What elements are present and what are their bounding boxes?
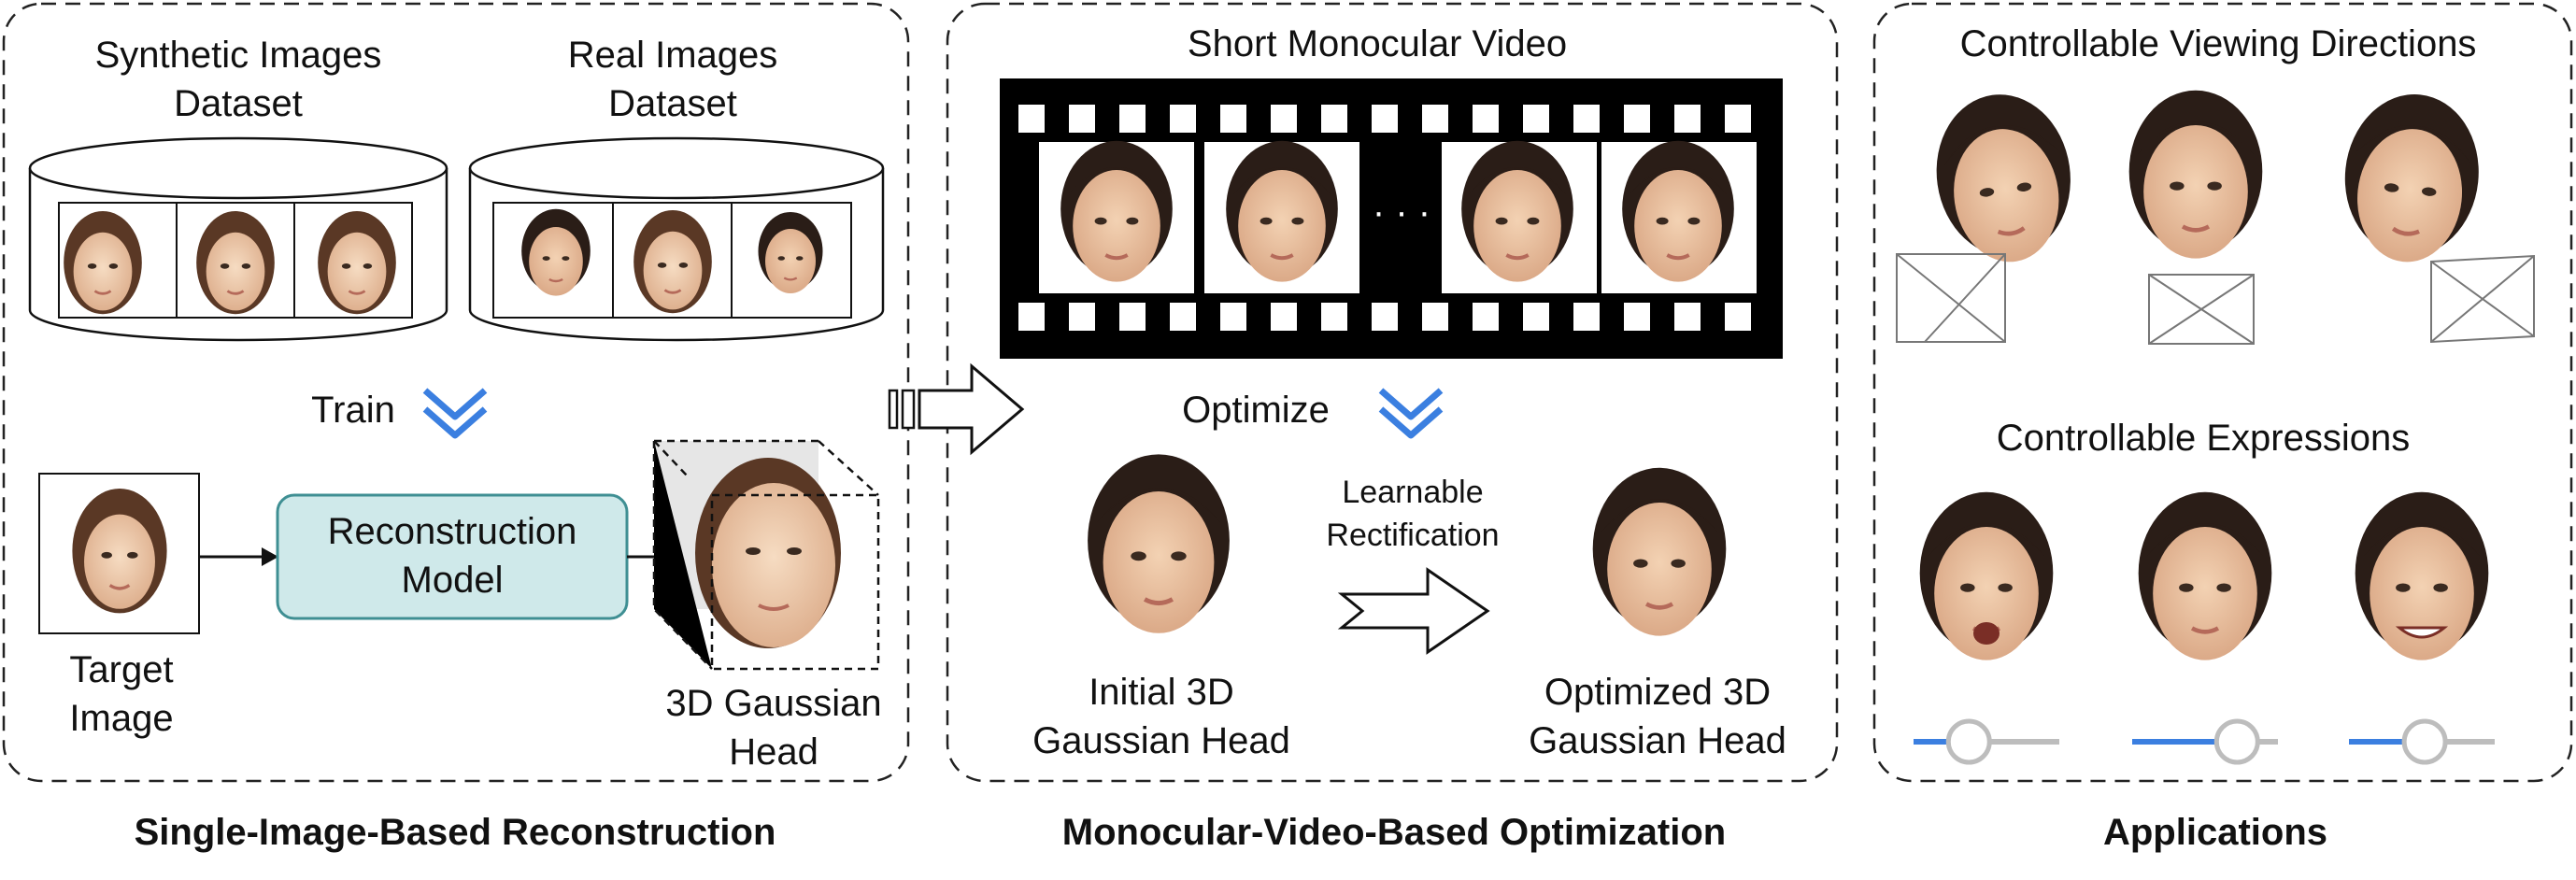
- film-sprocket-hole: [1018, 105, 1045, 133]
- film-sprocket-hole: [1725, 105, 1751, 133]
- panel-monocular-video: [946, 2, 1839, 783]
- panel-applications: [1872, 2, 2573, 783]
- reconstruction-model-box: Reconstruction Model: [276, 493, 629, 620]
- film-ellipsis: · · ·: [1373, 192, 1430, 233]
- target-image-label-line2: Image: [69, 698, 173, 739]
- film-sprocket-hole: [1624, 303, 1650, 331]
- film-sprocket-hole: [1321, 303, 1347, 331]
- real-dataset-cylinder: [468, 136, 885, 342]
- transition-arrow-icon: [888, 362, 1025, 456]
- gaussian-head-label-line1: 3D Gaussian: [665, 683, 881, 724]
- optimized-head-label-line2: Gaussian Head: [1529, 720, 1786, 761]
- real-dataset-subtitle: Dataset: [608, 83, 737, 124]
- train-label: Train: [311, 390, 395, 431]
- film-sprocket-hole: [1018, 303, 1045, 331]
- caption-applications: Applications: [2103, 812, 2327, 853]
- train-chevron-icon: [425, 390, 485, 435]
- film-sprocket-hole: [1170, 303, 1196, 331]
- film-sprocket-hole: [1624, 105, 1650, 133]
- film-sprocket-hole: [1119, 303, 1146, 331]
- slider-knob[interactable]: [2401, 718, 2448, 765]
- optimize-chevron-icon: [1381, 390, 1441, 435]
- film-sprocket-hole: [1119, 105, 1146, 133]
- film-sprocket-hole: [1372, 105, 1398, 133]
- expression-head-2: [2139, 492, 2272, 660]
- arrow-to-model: [199, 547, 278, 566]
- caption-monocular-video: Monocular-Video-Based Optimization: [1062, 812, 1726, 853]
- film-sprocket-hole: [1523, 303, 1549, 331]
- film-sprocket-hole: [1170, 105, 1196, 133]
- optimize-label: Optimize: [1182, 390, 1330, 431]
- gaussian-head-label-line2: Head: [729, 731, 818, 773]
- real-dataset-title: Real Images: [568, 35, 778, 76]
- film-sprocket-hole: [1422, 105, 1448, 133]
- expression-slider[interactable]: [2349, 718, 2495, 765]
- film-sprocket-hole: [1372, 303, 1398, 331]
- slider-knob[interactable]: [2213, 718, 2260, 765]
- target-image: [38, 473, 200, 634]
- expression-slider[interactable]: [2132, 718, 2278, 765]
- expression-sliders: [1914, 718, 2495, 765]
- expression-head-1: [1920, 492, 2054, 660]
- film-sprocket-hole: [1674, 105, 1701, 133]
- optimized-gaussian-head: [1593, 468, 1727, 636]
- film-sprocket-hole: [1725, 303, 1751, 331]
- film-sprocket-hole: [1220, 303, 1246, 331]
- initial-gaussian-head: [1088, 454, 1230, 632]
- optimized-head-label-line1: Optimized 3D: [1544, 672, 1771, 713]
- rectification-label-line2: Rectification: [1326, 518, 1499, 553]
- film-sprocket-hole: [1220, 105, 1246, 133]
- film-sprocket-hole: [1523, 105, 1549, 133]
- caption-single-image: Single-Image-Based Reconstruction: [135, 812, 776, 853]
- synthetic-dataset-cylinder: [28, 136, 448, 342]
- film-sprocket-hole: [1473, 105, 1499, 133]
- target-image-label-line1: Target: [69, 649, 173, 690]
- view-head-3: [2337, 88, 2535, 344]
- film-sprocket-hole: [1422, 303, 1448, 331]
- view-head-2: [2129, 91, 2263, 345]
- viewing-directions-title: Controllable Viewing Directions: [1960, 23, 2477, 64]
- film-strip: · · ·: [1000, 78, 1783, 359]
- rectification-arrow-icon: [1337, 567, 1490, 655]
- film-sprocket-hole: [1473, 303, 1499, 331]
- view-head-1: [1896, 86, 2082, 343]
- film-sprocket-hole: [1573, 303, 1600, 331]
- expressions-title: Controllable Expressions: [1997, 418, 2410, 459]
- expression-head-3: [2355, 492, 2489, 660]
- rectification-label-line1: Learnable: [1342, 475, 1483, 510]
- film-sprocket-hole: [1271, 105, 1297, 133]
- gaussian-head-cube: [652, 439, 880, 671]
- model-label-line1: Reconstruction: [328, 511, 577, 552]
- film-sprocket-hole: [1069, 303, 1095, 331]
- initial-head-label-line1: Initial 3D: [1089, 672, 1234, 713]
- film-sprocket-hole: [1069, 105, 1095, 133]
- film-sprocket-hole: [1573, 105, 1600, 133]
- film-sprocket-hole: [1271, 303, 1297, 331]
- model-label-line2: Model: [402, 560, 504, 601]
- synthetic-dataset-title: Synthetic Images: [95, 35, 382, 76]
- initial-head-label-line2: Gaussian Head: [1032, 720, 1290, 761]
- film-sprocket-hole: [1321, 105, 1347, 133]
- slider-knob[interactable]: [1945, 718, 1992, 765]
- video-title: Short Monocular Video: [1188, 23, 1567, 64]
- synthetic-dataset-subtitle: Dataset: [174, 83, 303, 124]
- expression-slider[interactable]: [1914, 718, 2059, 765]
- film-sprocket-hole: [1674, 303, 1701, 331]
